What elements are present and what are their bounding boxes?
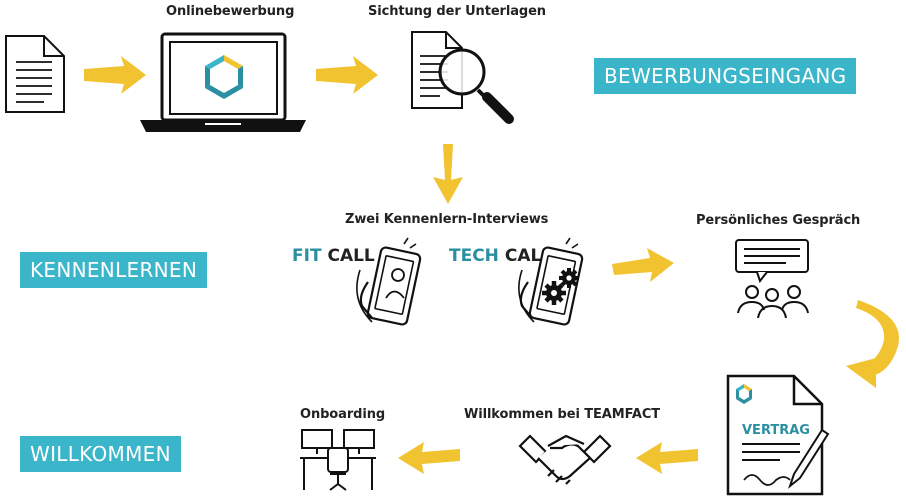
document-icon xyxy=(5,35,65,113)
step-label-interviews: Zwei Kennenlern-Interviews xyxy=(345,212,549,227)
contract-label: VERTRAG xyxy=(742,423,810,438)
handshake-icon xyxy=(518,434,612,485)
contract-logo-icon xyxy=(736,384,752,404)
step-label-personal: Persönliches Gespräch xyxy=(696,213,861,228)
step-label-online: Onlinebewerbung xyxy=(166,4,295,19)
workstation-icon xyxy=(300,429,376,491)
meeting-icon xyxy=(735,239,809,319)
phone-video-call-icon xyxy=(356,237,422,326)
laptop-icon xyxy=(140,32,306,132)
document-search-icon xyxy=(411,31,514,124)
arrow-right-icon xyxy=(612,248,674,282)
contract-document-icon xyxy=(726,374,830,496)
gear-icon xyxy=(559,268,579,288)
arrow-left-icon xyxy=(636,442,698,474)
arrow-down-icon xyxy=(433,144,463,204)
gear-icon xyxy=(542,281,566,305)
fit-call-rest: CALL xyxy=(327,246,375,266)
tech-call-highlight: TECH xyxy=(449,246,499,266)
fit-call-label: FIT CALL xyxy=(292,246,375,266)
phase-banner-welcome: WILLKOMMEN xyxy=(20,436,181,472)
fit-call-highlight: FIT xyxy=(292,246,322,266)
phase-banner-meet: KENNENLERNEN xyxy=(20,252,208,288)
phase-banner-intake: BEWERBUNGSEINGANG xyxy=(594,58,857,94)
arrow-left-icon xyxy=(398,442,460,474)
step-label-onboarding: Onboarding xyxy=(300,407,386,422)
company-logo-icon xyxy=(205,55,243,99)
arrow-right-icon xyxy=(316,56,378,94)
step-label-review: Sichtung der Unterlagen xyxy=(368,4,546,19)
curved-arrow-icon xyxy=(846,300,899,388)
step-label-welcome: Willkommen bei TEAMFACT xyxy=(464,407,661,422)
arrow-right-icon xyxy=(84,56,146,94)
